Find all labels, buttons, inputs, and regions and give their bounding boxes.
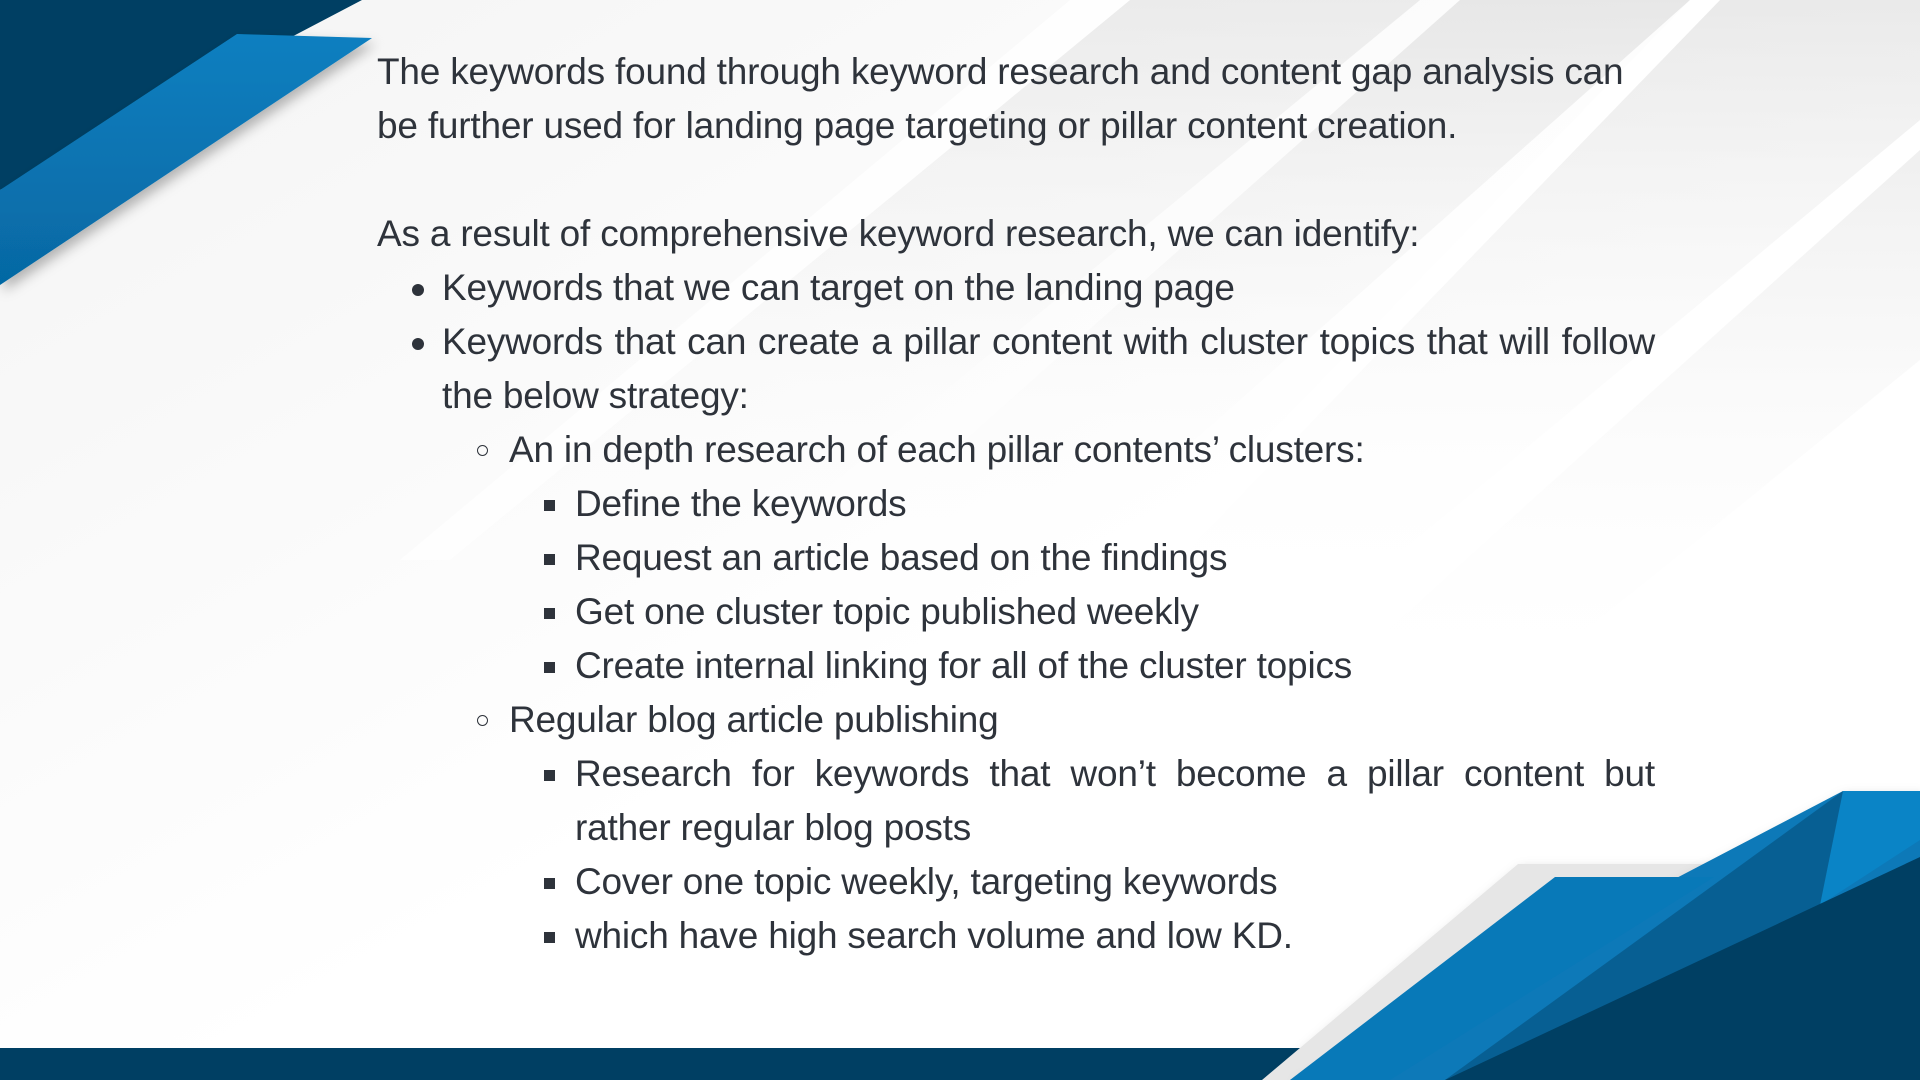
disc-bullet-icon	[412, 338, 424, 350]
square-bullet-icon	[544, 662, 555, 673]
intro-paragraph: The keywords found through keyword resea…	[377, 51, 1624, 146]
strategy-item: Regular blog article publishing	[377, 693, 1655, 747]
step-item: Cover one topic weekly, targeting keywor…	[377, 855, 1655, 909]
step-item: Define the keywords	[377, 477, 1655, 531]
circle-bullet-icon	[477, 715, 488, 726]
paragraph-spacer	[377, 153, 1655, 207]
bottom-band	[0, 1048, 1320, 1080]
list-item: Keywords that we can target on the landi…	[377, 261, 1655, 315]
square-bullet-icon	[544, 878, 555, 889]
list-item: Keywords that can create a pillar conten…	[377, 315, 1655, 423]
disc-bullet-icon	[412, 284, 424, 296]
step-item: which have high search volume and low KD…	[377, 909, 1655, 963]
square-bullet-icon	[544, 932, 555, 943]
circle-bullet-icon	[477, 445, 488, 456]
bottom-right-decoration	[1262, 791, 1920, 1080]
strategy-item: An in depth research of each pillar cont…	[377, 423, 1655, 477]
top-left-decoration	[0, 0, 372, 285]
square-bullet-icon	[544, 554, 555, 565]
square-bullet-icon	[544, 608, 555, 619]
step-item: Get one cluster topic published weekly	[377, 585, 1655, 639]
square-bullet-icon	[544, 770, 555, 781]
slide-content: The keywords found through keyword resea…	[377, 45, 1655, 963]
step-item: Create internal linking for all of the c…	[377, 639, 1655, 693]
square-bullet-icon	[544, 500, 555, 511]
step-item: Request an article based on the findings	[377, 531, 1655, 585]
lead-in-text: As a result of comprehensive keyword res…	[377, 213, 1420, 254]
identify-list: Keywords that we can target on the landi…	[377, 261, 1655, 963]
step-item: Research for keywords that won’t become …	[377, 747, 1655, 855]
